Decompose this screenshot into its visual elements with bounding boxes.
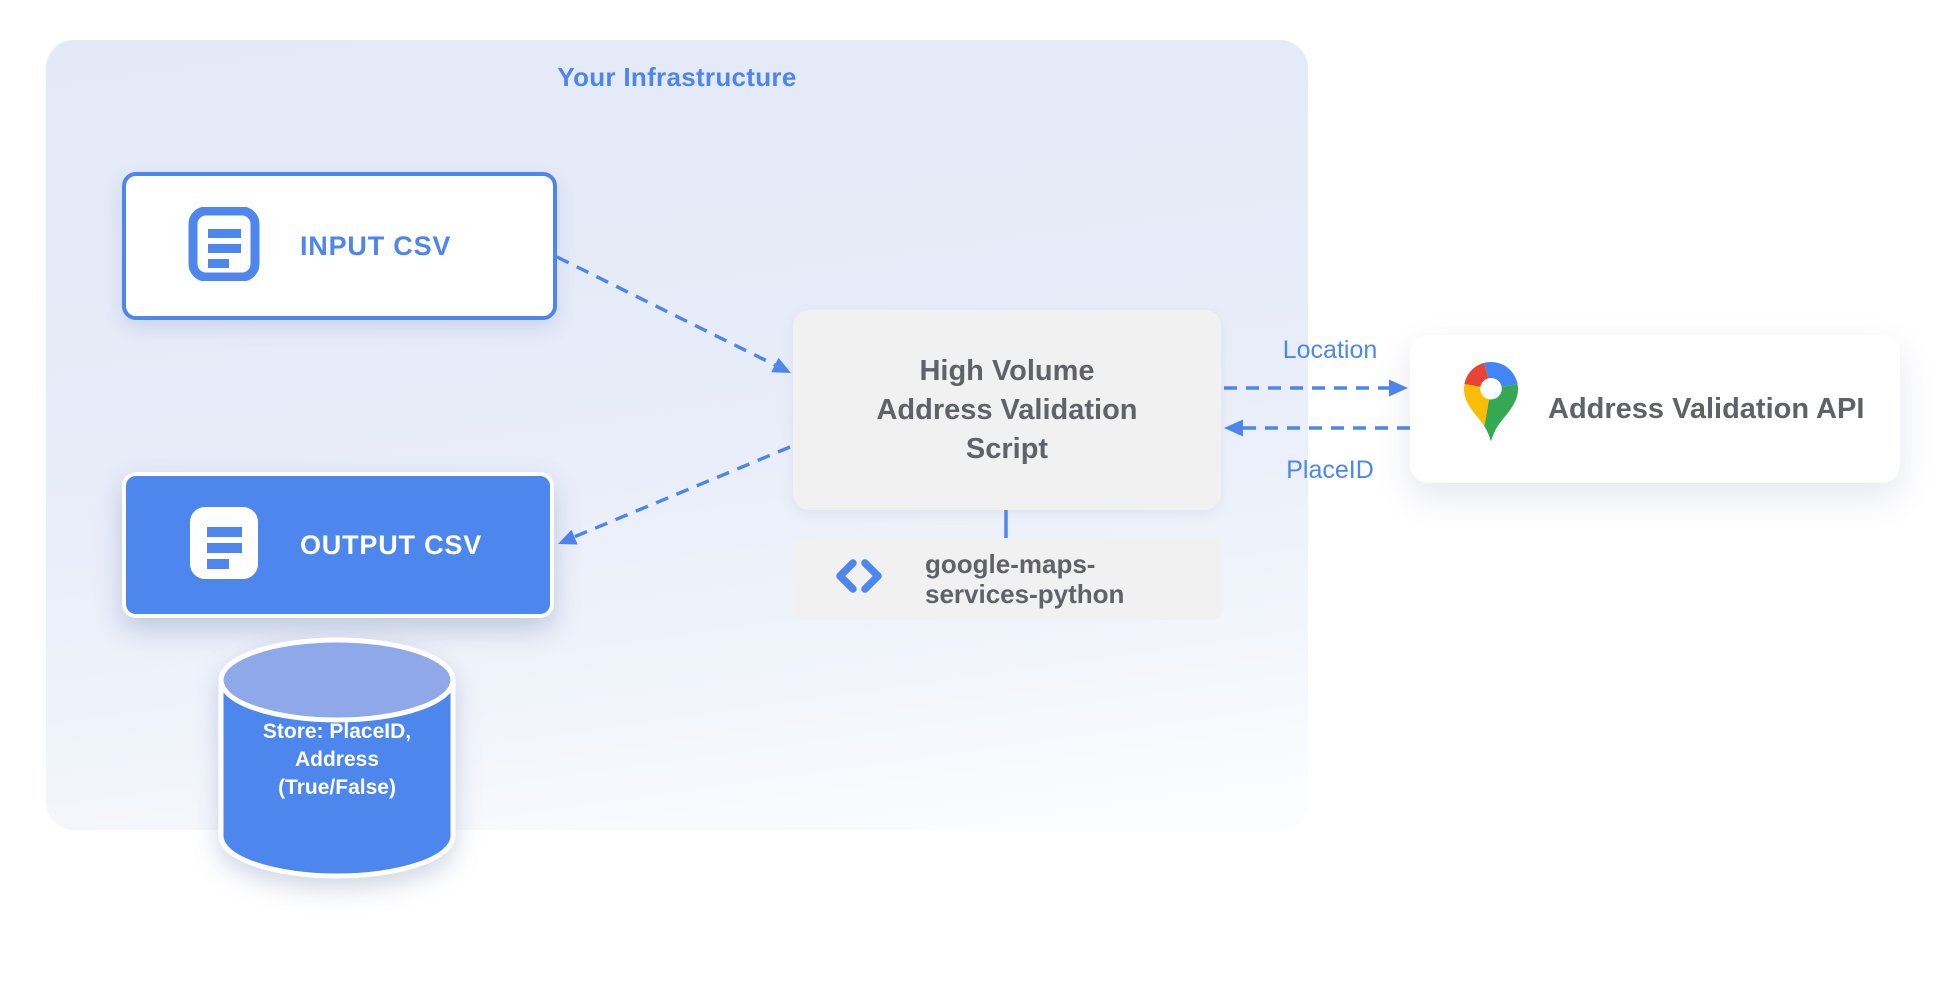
node-input-csv: INPUT CSV: [122, 172, 557, 320]
datastore-label: Store: PlaceID, Address (True/False): [215, 718, 459, 802]
node-script: High Volume Address Validation Script: [793, 310, 1221, 510]
script-line-2: Address Validation: [876, 393, 1138, 426]
code-icon: [833, 554, 885, 604]
datastore-line-2: Address: [294, 748, 380, 771]
script-line-3: Script: [965, 432, 1049, 465]
node-datastore: Store: PlaceID, Address (True/False): [215, 636, 459, 886]
node-library: google-maps- services-python: [793, 538, 1223, 620]
edge-label-location: Location: [1282, 336, 1378, 364]
input-csv-label: INPUT CSV: [300, 230, 452, 261]
node-api: Address Validation API: [1410, 335, 1900, 483]
library-line-1: google-maps-: [925, 549, 1096, 579]
library-label: google-maps- services-python: [925, 549, 1124, 609]
document-icon: [188, 506, 260, 585]
script-line-1: High Volume: [919, 354, 1095, 387]
output-csv-label: OUTPUT CSV: [300, 529, 483, 560]
datastore-line-1: Store: PlaceID,: [262, 720, 412, 743]
arrowhead-to-api: [1389, 379, 1408, 397]
node-output-csv: OUTPUT CSV: [122, 472, 554, 618]
datastore-line-3: (True/False): [278, 776, 396, 799]
document-icon: [188, 206, 260, 286]
library-line-2: services-python: [925, 579, 1125, 609]
database-cylinder-icon: [218, 637, 456, 879]
infrastructure-title: Your Infrastructure: [557, 62, 797, 92]
edge-label-placeid: PlaceID: [1286, 456, 1374, 484]
api-label: Address Validation API: [1548, 392, 1865, 425]
google-maps-pin-icon: [1452, 362, 1530, 456]
